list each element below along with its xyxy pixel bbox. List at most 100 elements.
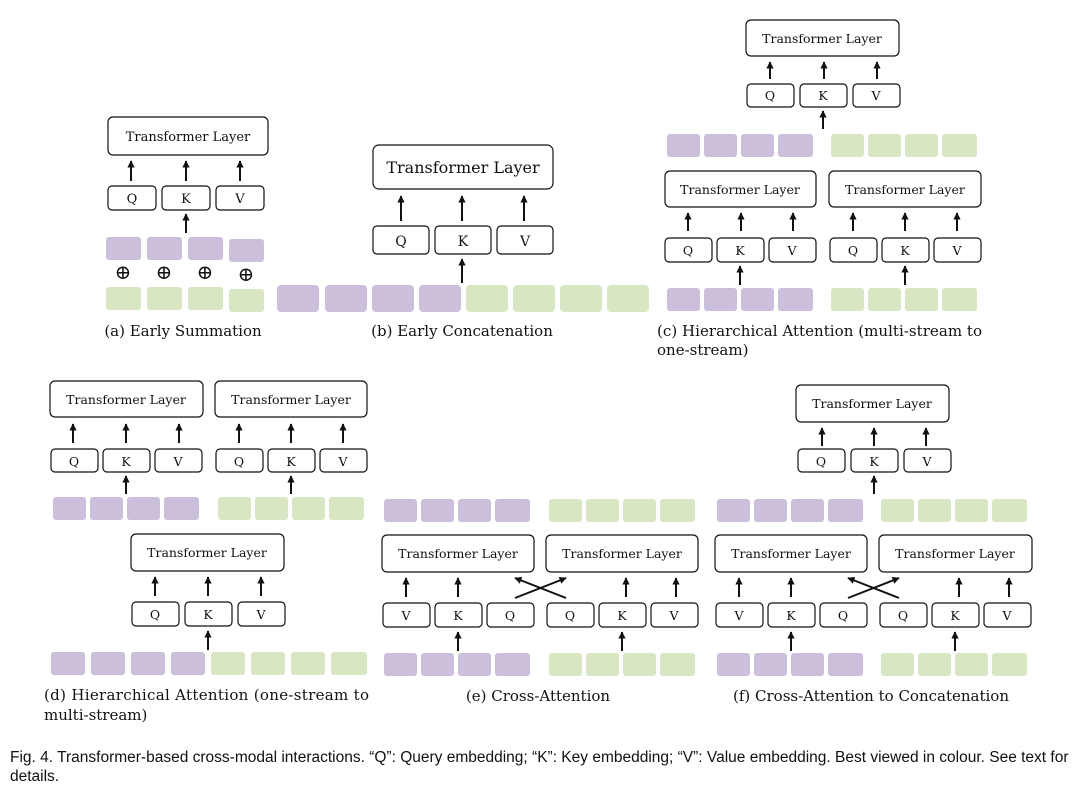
- key-label: K: [818, 88, 828, 103]
- sum-icon: ⊕: [115, 260, 132, 284]
- value-label: V: [786, 243, 797, 258]
- sum-icon: ⊕: [156, 260, 173, 284]
- cross-arrow: [847, 577, 900, 599]
- key-label: K: [617, 608, 627, 623]
- green-token: [623, 653, 656, 676]
- transformer-layer-box: [664, 170, 817, 208]
- value-box: [319, 448, 368, 473]
- transformer-layer-box: [828, 170, 982, 208]
- purple-token: [667, 288, 700, 311]
- transformer-layer-box: [714, 534, 868, 573]
- panel-c: Transformer Layer Q K V Transformer Laye…: [657, 19, 982, 359]
- query-box: [50, 448, 99, 473]
- green-token: [905, 288, 938, 311]
- cross-arrow: [514, 577, 567, 599]
- green-token: [292, 497, 325, 520]
- green-token: [329, 497, 364, 520]
- green-token: [211, 652, 245, 675]
- value-label: V: [234, 192, 245, 207]
- key-label: K: [203, 607, 213, 622]
- value-box: [768, 237, 817, 263]
- key-label: K: [121, 454, 131, 469]
- key-label: K: [181, 192, 191, 207]
- green-token: [660, 653, 695, 676]
- purple-token: [171, 652, 205, 675]
- key-label: K: [735, 243, 745, 258]
- green-token: [868, 288, 901, 311]
- query-box: [372, 225, 430, 255]
- purple-token: [828, 499, 863, 522]
- transformer-layer-label: Transformer Layer: [845, 182, 965, 197]
- transformer-layer-label: Transformer Layer: [66, 392, 186, 407]
- transformer-layer-box: [49, 380, 204, 418]
- transformer-layer-box: [878, 534, 1033, 573]
- green-token: [586, 499, 619, 522]
- value-label: V: [337, 454, 348, 469]
- green-token: [218, 497, 251, 520]
- query-label: Q: [816, 454, 826, 469]
- green-token: [623, 499, 656, 522]
- transformer-layer-box: [795, 384, 950, 423]
- value-box: [903, 448, 952, 473]
- panel-b: Transformer Layer Q K V (b) Early Concat…: [277, 144, 649, 340]
- green-token: [229, 289, 264, 312]
- value-box: [715, 602, 764, 628]
- query-box: [829, 237, 878, 263]
- panel-d-caption-line2: multi-stream): [44, 706, 147, 724]
- diagram-canvas: Transformer Layer Q K V ⊕ ⊕ ⊕ ⊕ (a) Earl…: [44, 19, 1033, 724]
- green-token: [607, 285, 649, 312]
- purple-token: [419, 285, 461, 312]
- green-token: [881, 499, 914, 522]
- key-box: [184, 601, 233, 627]
- panel-b-caption: (b) Early Concatenation: [371, 322, 553, 340]
- transformer-layer-label: Transformer Layer: [147, 545, 267, 560]
- query-label: Q: [234, 454, 244, 469]
- key-label: K: [900, 243, 910, 258]
- transformer-layer-box: [381, 534, 535, 573]
- panel-e-caption: (e) Cross-Attention: [466, 687, 611, 705]
- key-label: K: [458, 234, 469, 250]
- query-label: Q: [69, 454, 79, 469]
- transformer-layer-box: [545, 534, 699, 573]
- purple-token: [717, 653, 750, 676]
- figure-caption: Fig. 4. Transformer-based cross-modal in…: [10, 749, 1069, 785]
- panel-e: Transformer Layer Transformer Layer V K …: [381, 499, 699, 705]
- query-box: [546, 602, 595, 628]
- query-label: Q: [898, 608, 908, 623]
- purple-token: [53, 497, 86, 520]
- green-token: [466, 285, 508, 312]
- panel-c-caption-line2: one-stream): [657, 341, 748, 359]
- value-label: V: [951, 243, 962, 258]
- value-label: V: [921, 454, 932, 469]
- key-box: [799, 83, 848, 108]
- key-box: [161, 185, 211, 211]
- transformer-layer-label: Transformer Layer: [762, 31, 882, 46]
- key-box: [716, 237, 765, 263]
- purple-token: [778, 134, 813, 157]
- purple-token: [127, 497, 160, 520]
- purple-token: [704, 134, 737, 157]
- query-label: Q: [150, 607, 160, 622]
- green-token: [955, 499, 988, 522]
- value-label: V: [400, 608, 411, 623]
- transformer-layer-box: [745, 19, 900, 57]
- value-box: [650, 602, 699, 628]
- green-token: [660, 499, 695, 522]
- purple-token: [791, 653, 824, 676]
- transformer-layer-label: Transformer Layer: [562, 546, 682, 561]
- query-box: [746, 83, 795, 108]
- transformer-layer-label: Transformer Layer: [895, 546, 1015, 561]
- purple-token: [91, 652, 125, 675]
- transformer-layer-box: [372, 144, 554, 190]
- green-token: [831, 134, 864, 157]
- sum-icon: ⊕: [197, 260, 214, 284]
- green-token: [513, 285, 555, 312]
- green-token: [255, 497, 288, 520]
- purple-token: [164, 497, 199, 520]
- key-label: K: [286, 454, 296, 469]
- key-label: K: [869, 454, 879, 469]
- key-box: [598, 602, 647, 628]
- query-label: Q: [395, 234, 406, 250]
- key-box: [931, 602, 980, 628]
